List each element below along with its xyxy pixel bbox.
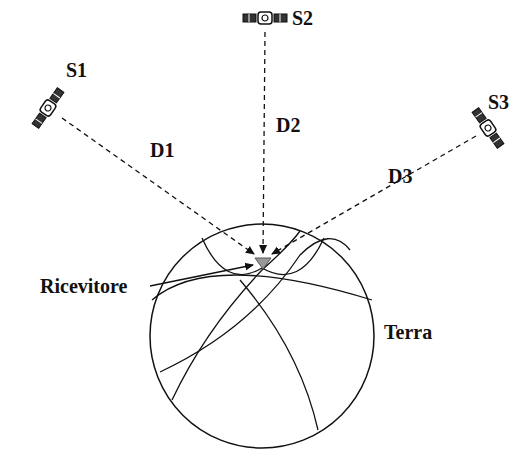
satellite-label: S1 [66, 60, 87, 80]
satellite-label: S2 [292, 8, 313, 28]
earth-label: Terra [384, 322, 432, 342]
leader-line [150, 265, 253, 286]
satellite-icon [243, 12, 287, 24]
distance-line [62, 118, 254, 254]
sphere-arc [160, 239, 350, 372]
distance-label: D2 [276, 115, 300, 135]
distance-line [263, 32, 265, 253]
distance-line [272, 136, 476, 254]
receiver-label: Ricevitore [40, 276, 127, 296]
satellite-icon [30, 87, 65, 130]
earth-circle [150, 224, 374, 448]
sphere-arc [240, 280, 318, 430]
satellite-label: S3 [488, 92, 509, 112]
distance-label: D3 [388, 166, 412, 186]
receiver-symbol [255, 258, 271, 269]
distance-label: D1 [150, 140, 174, 160]
satellite-icon [470, 107, 505, 150]
sphere-arc [172, 231, 300, 400]
